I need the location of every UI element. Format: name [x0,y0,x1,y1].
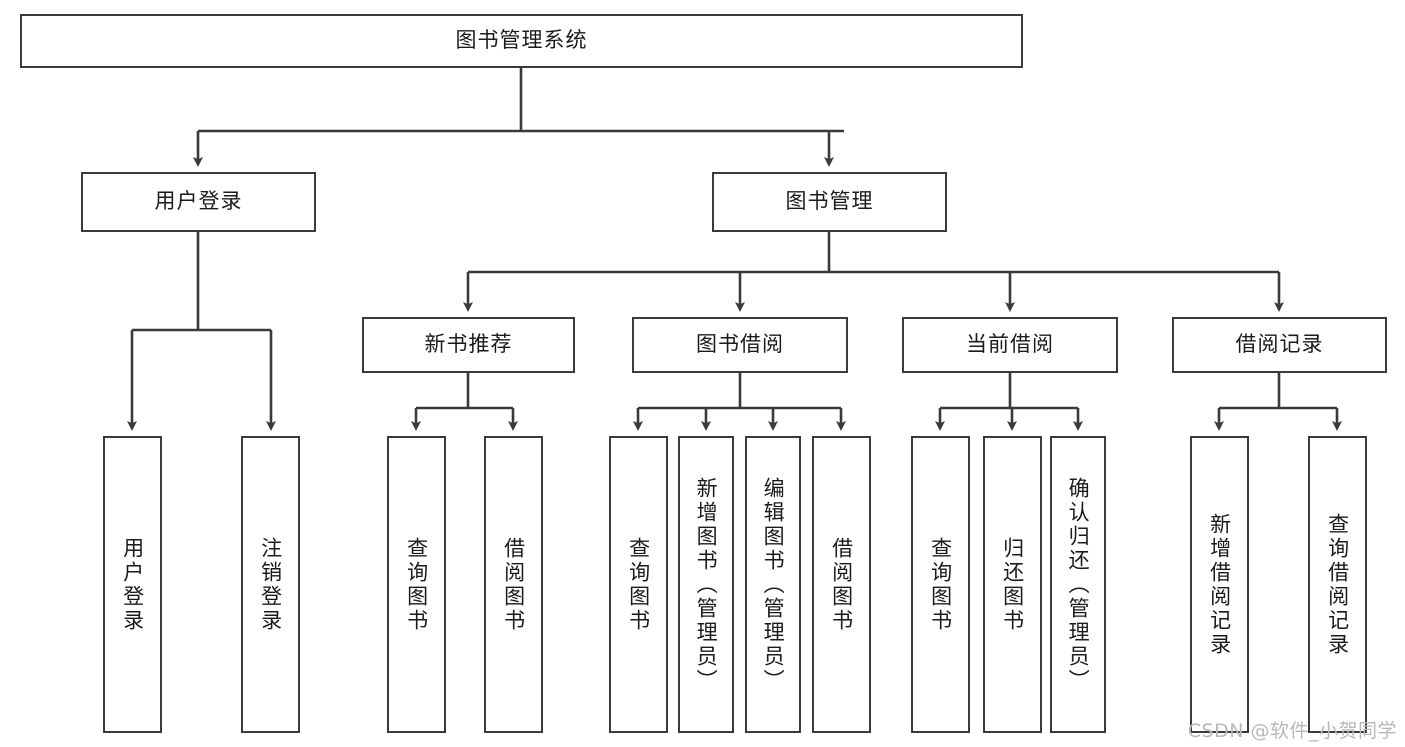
leaf-return-book[interactable]: 归还图书 [983,436,1042,733]
leaf-borrow-borrow-book[interactable]: 借阅图书 [812,436,871,733]
node-current-borrow-label: 当前借阅 [966,332,1054,357]
leaf-logout[interactable]: 注销登录 [241,436,300,733]
leaf-logout-label: 注销登录 [258,536,283,633]
node-book-borrow[interactable]: 图书借阅 [632,317,848,373]
node-borrow-record[interactable]: 借阅记录 [1172,317,1387,373]
leaf-borrow-query-book-label: 查询图书 [626,536,651,633]
node-book-borrow-label: 图书借阅 [696,332,784,357]
node-new-book-recommend[interactable]: 新书推荐 [362,317,575,373]
leaf-query-borrow-record-label: 查询借阅记录 [1325,512,1350,657]
leaf-confirm-return-admin-label: 确认归还（管理员） [1066,476,1091,693]
leaf-user-login[interactable]: 用户登录 [103,436,162,733]
leaf-current-query-book[interactable]: 查询图书 [911,436,970,733]
leaf-borrow-query-book[interactable]: 查询图书 [609,436,668,733]
leaf-return-book-label: 归还图书 [1000,536,1025,633]
leaf-current-query-book-label: 查询图书 [928,536,953,633]
leaf-add-borrow-record-label: 新增借阅记录 [1207,512,1232,657]
node-user-login-label: 用户登录 [154,189,243,214]
node-current-borrow[interactable]: 当前借阅 [902,317,1118,373]
leaf-user-login-label: 用户登录 [120,536,145,633]
leaf-borrow-borrow-book-label: 借阅图书 [829,536,854,633]
leaf-query-borrow-record[interactable]: 查询借阅记录 [1308,436,1367,733]
node-book-management-label: 图书管理 [785,189,874,214]
leaf-recommend-query-book-label: 查询图书 [404,536,429,633]
node-new-book-recommend-label: 新书推荐 [424,332,513,357]
node-root[interactable]: 图书管理系统 [20,14,1023,68]
leaf-recommend-borrow-book-label: 借阅图书 [501,536,526,633]
leaf-edit-book-admin[interactable]: 编辑图书（管理员） [745,436,801,733]
leaf-edit-book-admin-label: 编辑图书（管理员） [761,476,786,693]
node-user-login[interactable]: 用户登录 [81,172,316,232]
node-borrow-record-label: 借阅记录 [1235,332,1324,357]
leaf-add-book-admin[interactable]: 新增图书（管理员） [678,436,734,733]
csdn-watermark: CSDN @软件_小贺同学 [1187,720,1397,742]
node-book-management[interactable]: 图书管理 [712,172,947,232]
leaf-add-borrow-record[interactable]: 新增借阅记录 [1190,436,1249,733]
leaf-recommend-borrow-book[interactable]: 借阅图书 [484,436,543,733]
node-root-label: 图书管理系统 [455,28,588,53]
leaf-add-book-admin-label: 新增图书（管理员） [694,476,719,693]
leaf-recommend-query-book[interactable]: 查询图书 [387,436,446,733]
leaf-confirm-return-admin[interactable]: 确认归还（管理员） [1050,436,1106,733]
